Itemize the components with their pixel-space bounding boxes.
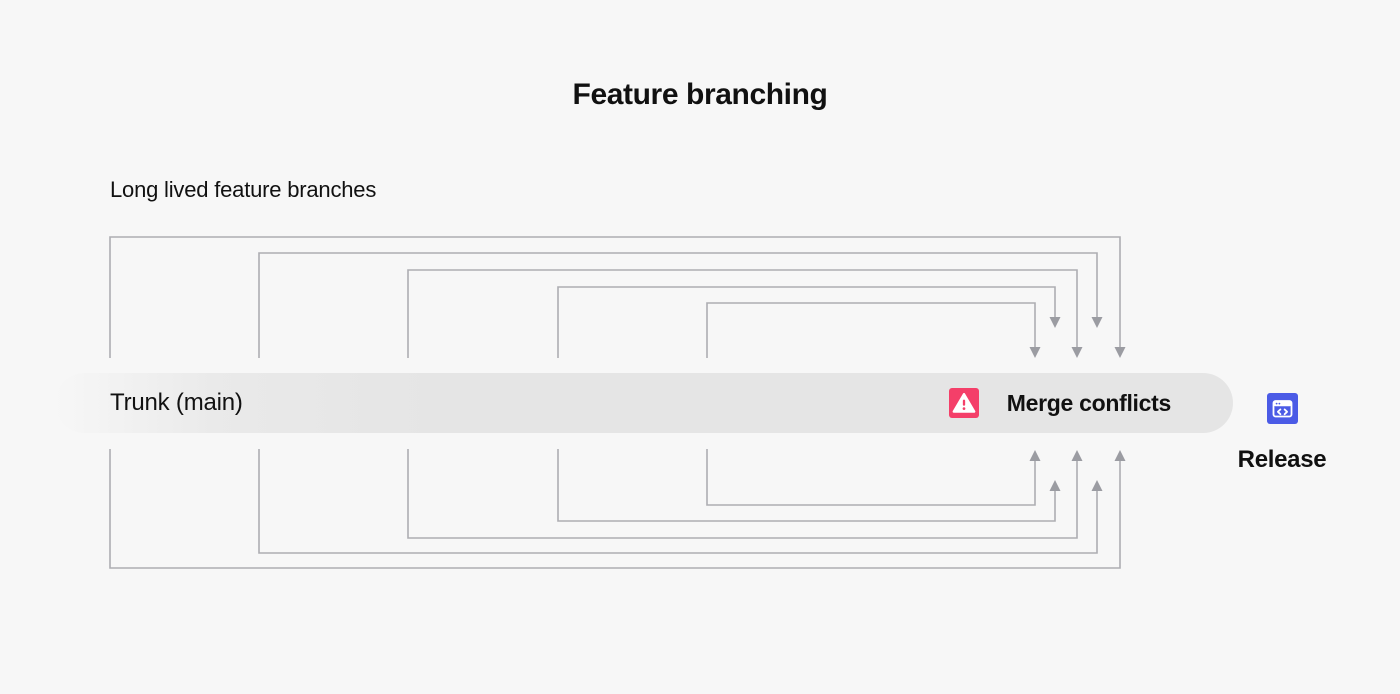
warning-icon	[948, 388, 979, 418]
merge-arrowhead	[1029, 450, 1041, 461]
merge-arrowhead	[1049, 480, 1061, 491]
release-group: Release	[1236, 393, 1328, 474]
branch-line	[557, 449, 1056, 522]
branch-line	[258, 449, 1098, 554]
merge-arrowhead	[1091, 317, 1103, 328]
branch-line	[706, 449, 1036, 506]
trunk-bar: Trunk (main) Merge conflicts	[55, 373, 1233, 433]
code-window-icon	[1266, 393, 1298, 424]
branch-line	[407, 269, 1078, 358]
merge-arrowhead	[1114, 450, 1126, 461]
merge-conflicts-group: Merge conflicts	[948, 388, 1172, 418]
merge-arrowhead	[1049, 317, 1061, 328]
branch-line	[706, 302, 1036, 358]
branch-line	[258, 252, 1098, 358]
merge-arrowhead	[1114, 347, 1126, 358]
page-title: Feature branching	[572, 78, 828, 111]
release-label: Release	[1237, 446, 1327, 473]
branch-line	[407, 449, 1078, 539]
long-lived-branches-label: Long lived feature branches	[110, 177, 377, 202]
merge-conflicts-label: Merge conflicts	[1006, 389, 1172, 416]
merge-arrowhead	[1071, 450, 1083, 461]
branch-line	[557, 286, 1056, 358]
branch-line	[109, 236, 1121, 358]
merge-arrowhead	[1071, 347, 1083, 358]
trunk-label: Trunk (main)	[110, 389, 243, 416]
merge-arrowhead	[1029, 347, 1041, 358]
branch-line	[109, 449, 1121, 569]
merge-arrowhead	[1091, 480, 1103, 491]
